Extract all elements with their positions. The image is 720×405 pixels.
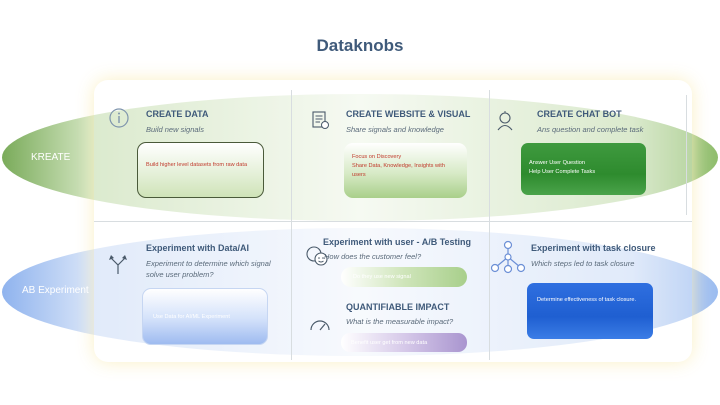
ab-testing-box: Do they use new signal: [341, 267, 467, 287]
create-chat-bot-box: Answer User Question Help User Complete …: [521, 143, 646, 195]
column-divider-3: [686, 95, 687, 215]
task-closure-box: Determine effectiveness of task closure.: [527, 283, 653, 339]
column-divider-2: [489, 90, 490, 360]
bot-icon: [497, 111, 513, 131]
split-arrow-icon: [109, 255, 127, 274]
row-divider: [94, 221, 692, 222]
row-label-ab-experiment: AB Experiment: [22, 285, 89, 296]
quantifiable-impact-subtitle: What is the measurable impact?: [346, 317, 454, 326]
create-website-heading: CREATE WEBSITE & VISUAL: [346, 109, 471, 119]
quantifiable-impact-heading: QUANTIFIABLE IMPACT: [346, 302, 450, 312]
create-website-subtitle: Share signals and knowledge: [346, 125, 444, 134]
create-website-box-line-1: Focus on Discovery: [352, 154, 402, 160]
create-chat-bot-heading: CREATE CHAT BOT: [537, 109, 622, 119]
gauge-icon: [310, 320, 330, 331]
row-label-kreate: KREATE: [31, 152, 71, 163]
experiment-data-ai-box-text: Use Data for AI/ML Experiment: [153, 314, 230, 320]
info-icon: [109, 108, 129, 128]
experiment-data-ai-box: Use Data for AI/ML Experiment: [142, 288, 268, 345]
mood-icon: [306, 246, 328, 266]
create-data-box: Build higher level datasets from raw dat…: [137, 142, 264, 198]
task-closure-box-text: Determine effectiveness of task closure.: [537, 297, 637, 303]
experiment-ab-testing-heading: Experiment with user - A/B Testing: [323, 237, 472, 247]
ab-testing-box-text: Do they use new signal: [353, 274, 411, 280]
create-data-heading: CREATE DATA: [146, 109, 209, 119]
experiment-ab-testing-subtitle: How does the customer feel?: [324, 252, 422, 261]
create-chat-bot-subtitle: Ans question and complete task: [537, 125, 644, 134]
quantifiable-impact-box: Benefit user get from new data: [341, 333, 467, 352]
page-title: Dataknobs: [316, 36, 404, 55]
column-divider-1: [291, 90, 292, 360]
experiment-data-ai-subtitle: Experiment to determine which signal sol…: [146, 259, 271, 279]
task-closure-subtitle: Which steps led to task closure: [531, 259, 635, 268]
create-data-box-text: Build higher level datasets from raw dat…: [146, 162, 248, 168]
document-icon: [312, 111, 329, 129]
task-closure-heading: Experiment with task closure: [531, 243, 656, 253]
create-data-subtitle: Build new signals: [146, 125, 204, 134]
create-chat-bot-box-line-1: Answer User Question: [529, 160, 585, 166]
experiment-data-ai-heading: Experiment with Data/AI: [146, 243, 250, 253]
create-website-box: Focus on Discovery Share Data, Knowledge…: [344, 143, 467, 198]
create-website-box-line-2: Share Data, Knowledge, Insights with use…: [352, 163, 445, 178]
create-chat-bot-box-line-2: Help User Complete Tasks: [529, 169, 596, 175]
quantifiable-impact-box-text: Benefit user get from new data: [351, 340, 428, 346]
network-icon: [490, 240, 526, 274]
